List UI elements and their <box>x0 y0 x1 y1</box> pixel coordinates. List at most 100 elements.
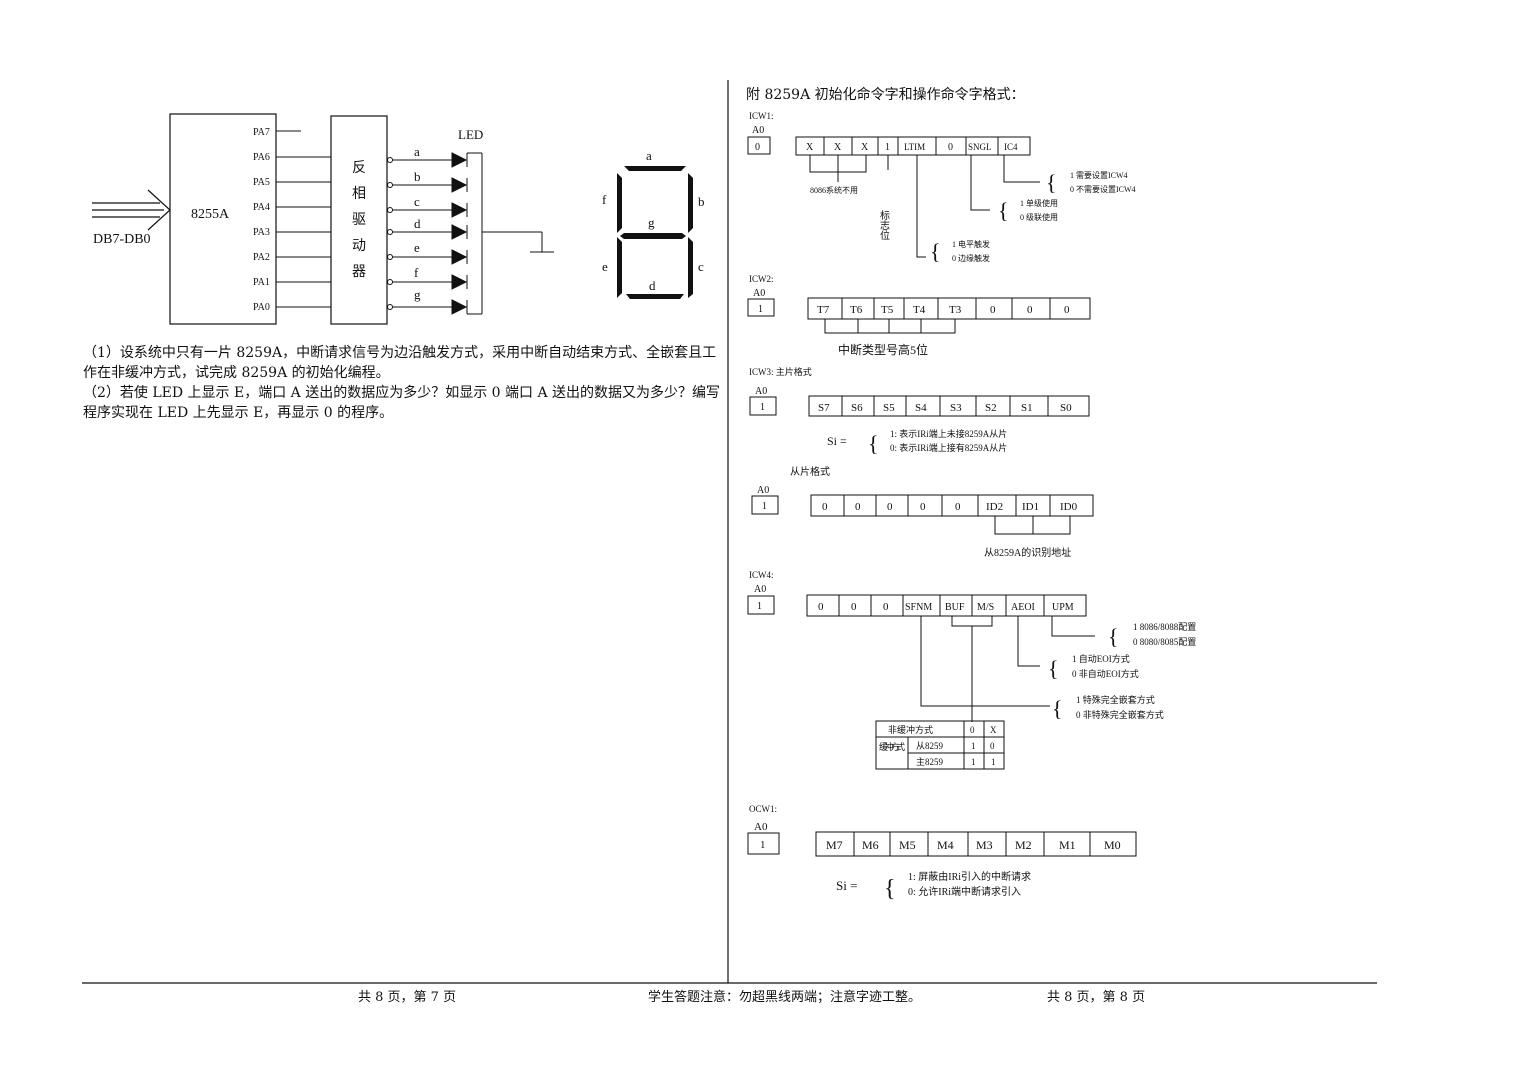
icw3-slave-a0-value: 1 <box>762 501 767 512</box>
icw4-connectors <box>920 616 1095 722</box>
footer-page-left: 共 8 页，第 7 页 <box>358 990 457 1005</box>
ocw1-a0-label: A0 <box>754 821 768 833</box>
svg-text:a: a <box>414 144 420 159</box>
ltim-opt-1: 1 电平触发 <box>952 239 990 249</box>
svg-text:1: 1 <box>971 741 976 751</box>
ocw1-a0-box <box>747 832 780 855</box>
led-common-ground <box>467 152 554 315</box>
svg-text:0: 0 <box>1027 304 1033 316</box>
svg-text:0: 0 <box>990 741 995 751</box>
svg-text:M6: M6 <box>862 838 879 852</box>
svg-text:0: 0 <box>883 601 889 613</box>
svg-text:0: 0 <box>887 501 893 513</box>
segment-g <box>620 233 686 239</box>
svg-text:0: 0 <box>1064 304 1070 316</box>
driver-outputs <box>387 152 468 315</box>
pin-pa6: PA6 <box>253 152 270 163</box>
svg-text:f: f <box>414 265 419 280</box>
svg-text:c: c <box>414 194 420 209</box>
icw4-bit-boxes <box>806 594 1087 617</box>
svg-text:0: 0 <box>990 304 996 316</box>
pin-pa2: PA2 <box>253 252 270 263</box>
icw3-slave-label: 从片格式 <box>790 465 830 478</box>
svg-text:AEOI: AEOI <box>1011 602 1035 613</box>
chip-label: 8255A <box>191 207 230 222</box>
icw3-bit-boxes <box>808 395 1090 417</box>
sngl-opt-0: 0 级联使用 <box>1020 212 1058 222</box>
svg-text:驱: 驱 <box>352 212 366 228</box>
buffer-mode-table <box>875 720 1005 770</box>
icw3-slave-note: 从8259A的识别地址 <box>984 546 1071 559</box>
icw1-connectors <box>809 155 1040 258</box>
svg-text:1: 1 <box>885 142 890 153</box>
ltim-opt-0: 0 边缘触发 <box>952 253 990 263</box>
svg-text:T4: T4 <box>913 304 926 316</box>
segment-e <box>617 237 622 298</box>
icw2-a0-box <box>747 298 775 317</box>
svg-text:器: 器 <box>352 265 366 280</box>
icw4-a0-value: 1 <box>757 601 762 612</box>
icw2-bit-labels: T7 T6 T5 T4 T3 0 0 0 <box>817 304 1070 316</box>
svg-text:d: d <box>414 216 421 231</box>
svg-text:S5: S5 <box>883 402 895 414</box>
icw1-note-8086: 8086系统不用 <box>810 185 858 195</box>
ic4-brace: { <box>1046 170 1057 195</box>
svg-text:0: 0 <box>948 142 953 153</box>
svg-text:M/S: M/S <box>977 602 994 613</box>
svg-text:M4: M4 <box>937 838 954 852</box>
pin-pa7: PA7 <box>253 127 270 138</box>
icw3-slave-bit-boxes <box>810 494 1094 517</box>
svg-text:动: 动 <box>352 238 366 254</box>
driver-label: 反 相 驱 动 器 <box>352 160 366 280</box>
icw3-si-brace: { <box>868 431 879 456</box>
icw1-bit-labels: X X X 1 LTIM 0 SNGL IC4 <box>806 142 1018 153</box>
svg-text:g: g <box>414 287 421 302</box>
svg-text:M1: M1 <box>1059 838 1076 852</box>
icw1-a0-label: A0 <box>752 125 764 136</box>
svg-text:M2: M2 <box>1015 838 1032 852</box>
icw3-slave-connectors <box>994 516 1071 535</box>
icw3-si-1: 1: 表示IRi端上未接8259A从片 <box>890 428 1007 439</box>
svg-text:b: b <box>698 194 705 209</box>
svg-text:从8259: 从8259 <box>916 741 944 751</box>
inverting-driver <box>330 115 388 325</box>
ltim-brace: { <box>930 239 941 264</box>
icw4-label: ICW4: <box>749 570 774 580</box>
ic4-opt-1: 1 需要设置ICW4 <box>1070 170 1128 180</box>
ocw1-si-1: 1: 屏蔽由IRi引入的中断请求 <box>908 870 1031 883</box>
icw2-a0-value: 1 <box>758 304 763 315</box>
svg-text:S3: S3 <box>950 402 962 414</box>
svg-text:S1: S1 <box>1021 402 1033 414</box>
ocw1-bit-boxes <box>815 831 1137 857</box>
icw1-label: ICW1: <box>749 111 774 121</box>
svg-text:X: X <box>834 142 842 153</box>
icw1-flag-bit: 标志位 <box>878 210 890 240</box>
svg-text:LTIM: LTIM <box>904 142 925 152</box>
aeoi-brace: { <box>1048 656 1059 681</box>
svg-text:d: d <box>649 278 656 293</box>
svg-text:T6: T6 <box>850 304 863 316</box>
svg-text:S7: S7 <box>818 402 830 414</box>
icw2-connectors <box>824 319 956 334</box>
svg-text:0: 0 <box>920 501 926 513</box>
aeoi-opt-1: 1 自动EOI方式 <box>1072 653 1130 664</box>
bus-label: DB7-DB0 <box>93 232 151 247</box>
svg-text:e: e <box>414 240 420 255</box>
pin-pa4: PA4 <box>253 202 270 213</box>
svg-text:T7: T7 <box>817 304 830 316</box>
ocw1-a0-value: 1 <box>760 839 766 851</box>
svg-text:BUF: BUF <box>945 602 965 613</box>
ic4-opt-0: 0 不需要设置ICW4 <box>1070 184 1136 194</box>
footer-notice: 学生答题注意：勿超黑线两端；注意字迹工整。 <box>648 990 922 1005</box>
icw3-si-0: 0: 表示IRi端上接有8259A从片 <box>890 442 1007 453</box>
question-2: （2）若使 LED 上显示 E，端口 A 送出的数据应为多少？如显示 0 端口 … <box>83 385 721 421</box>
svg-text:g: g <box>648 215 655 230</box>
pin-pa0: PA0 <box>253 302 270 313</box>
sngl-opt-1: 1 单级使用 <box>1020 198 1058 208</box>
upm-brace: { <box>1108 624 1119 649</box>
svg-text:M7: M7 <box>826 838 843 852</box>
svg-text:0: 0 <box>955 501 961 513</box>
question-1: （1）设系统中只有一片 8259A，中断请求信号为边沿触发方式，采用中断自动结束… <box>83 345 717 381</box>
svg-text:0: 0 <box>822 501 828 513</box>
icw3-si-label: Si = <box>827 434 847 448</box>
